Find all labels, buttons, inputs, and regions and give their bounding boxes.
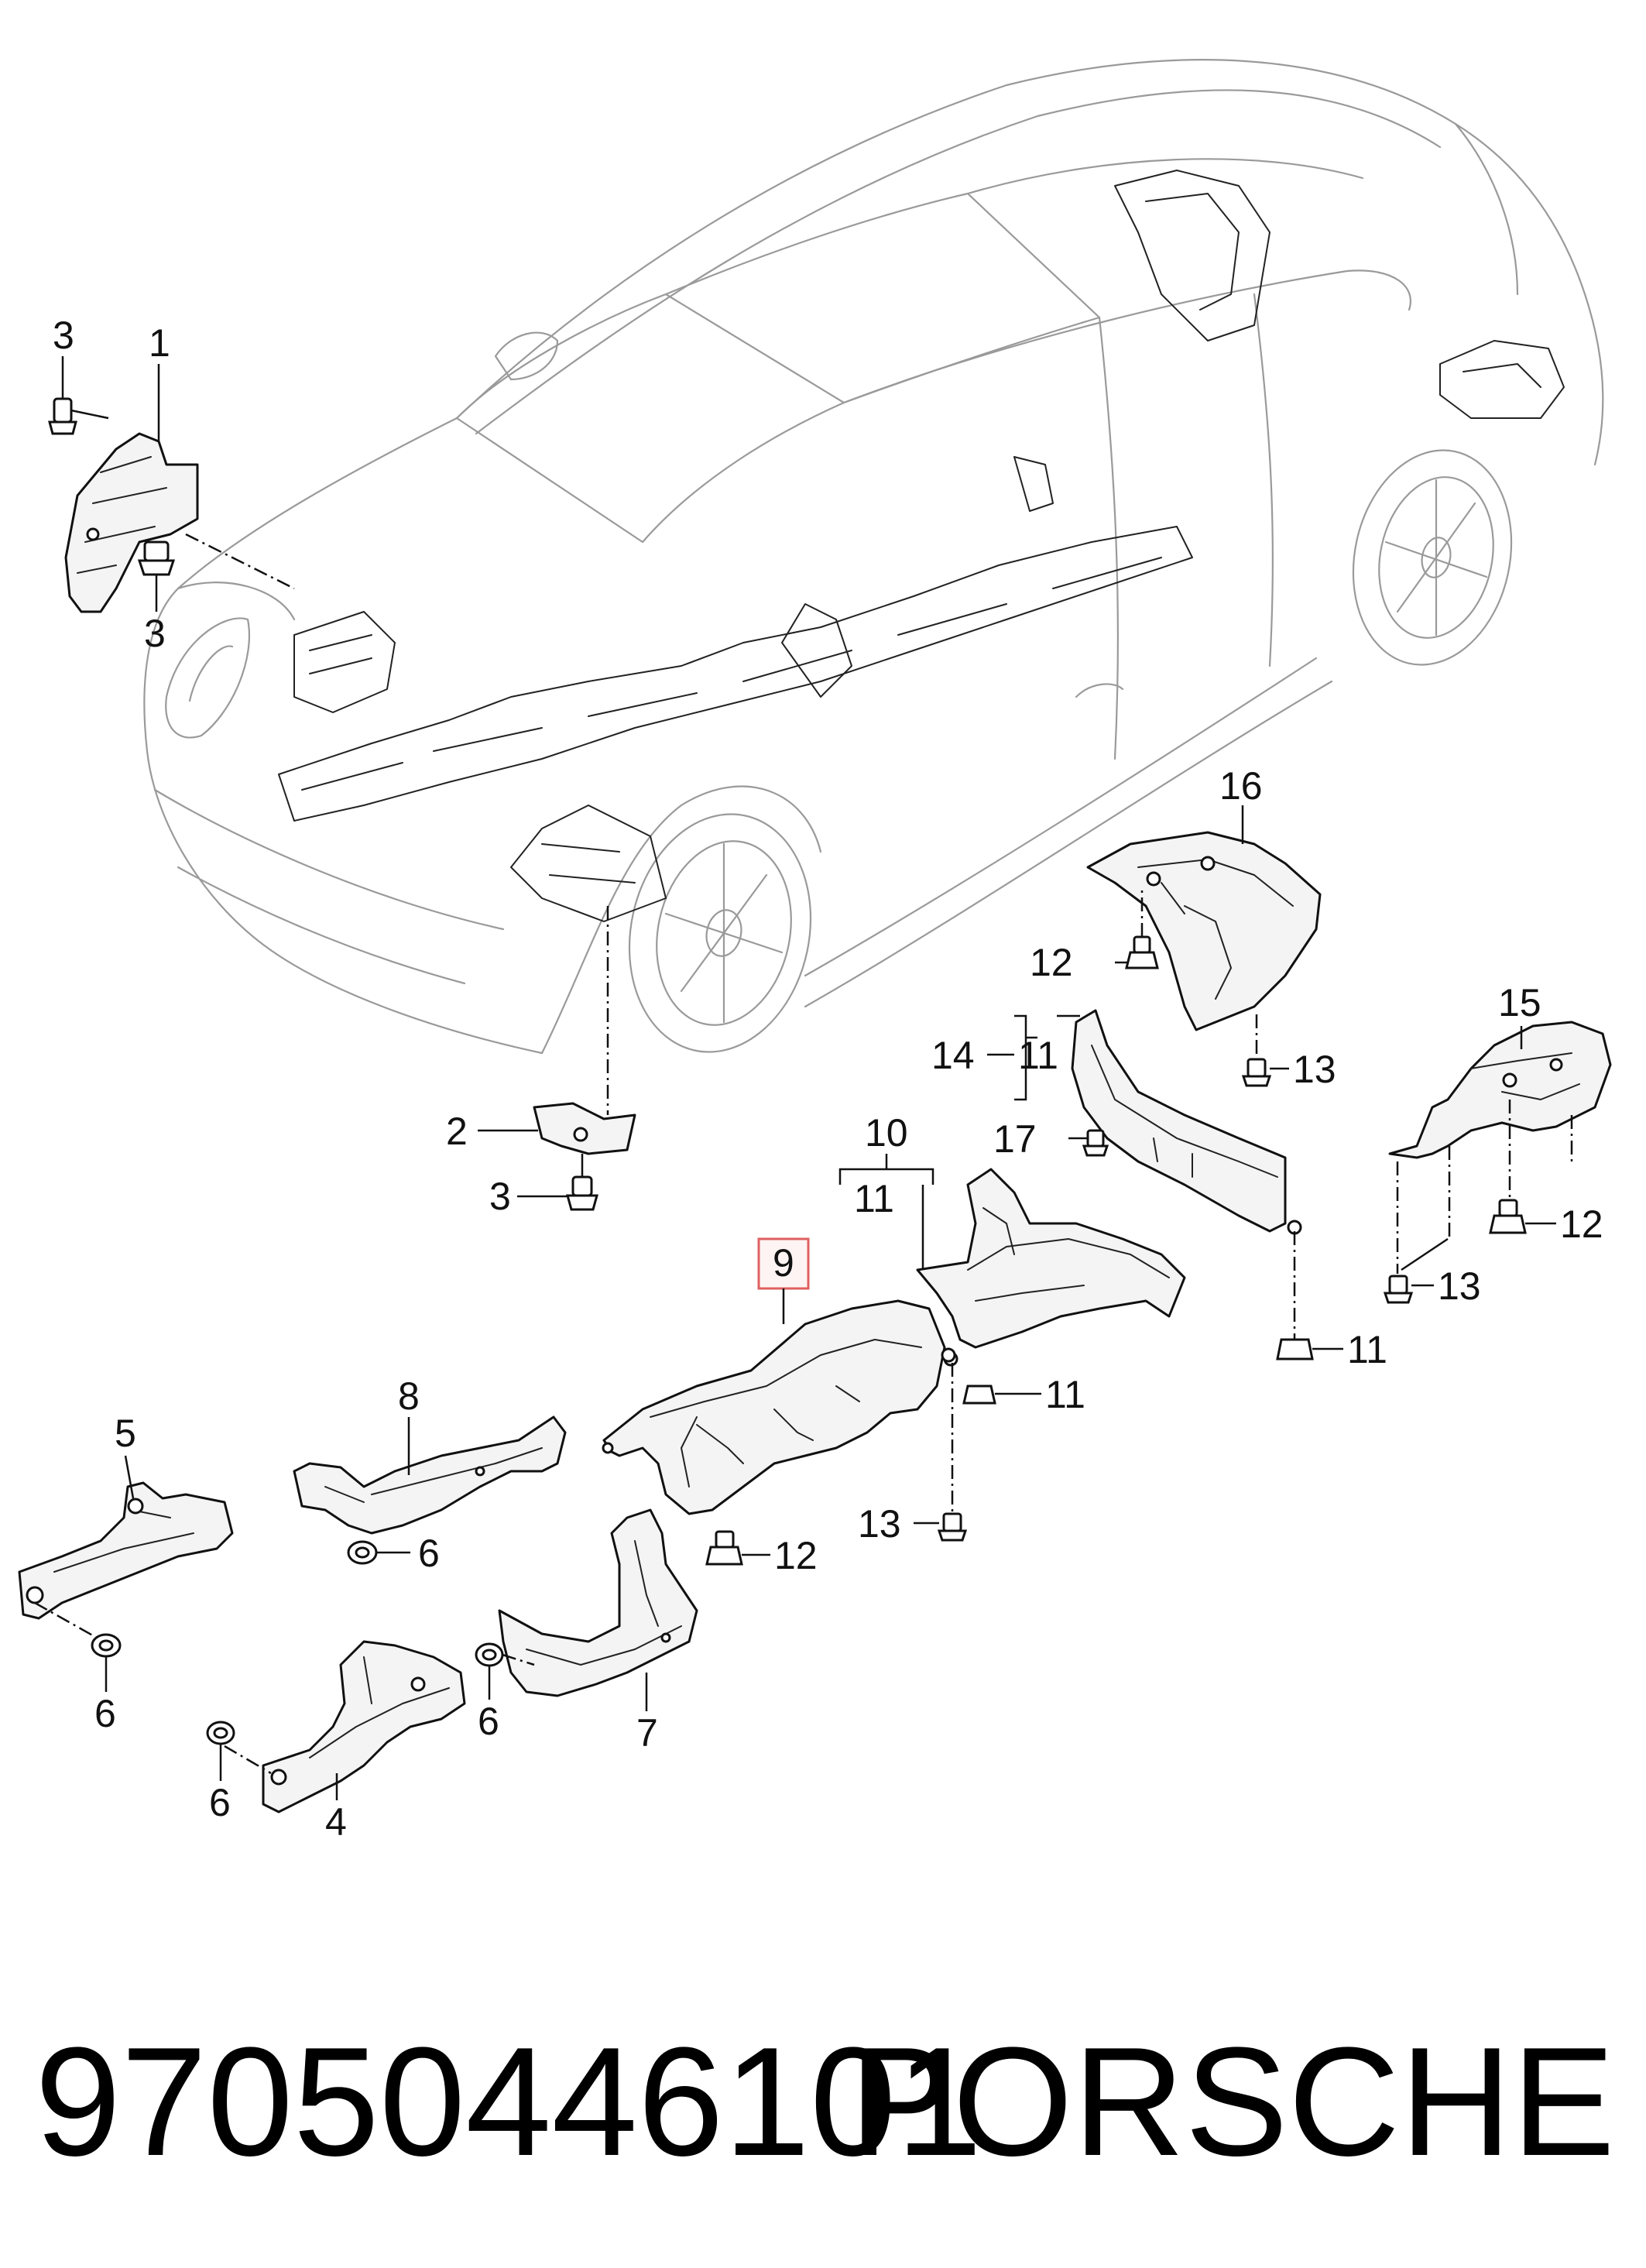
part-5-bracket — [18, 1481, 234, 1620]
part-14-shield — [1071, 1009, 1302, 1235]
part-12-nut-a — [1125, 935, 1159, 969]
part-3-bolt-bottom — [566, 1175, 598, 1211]
callout-9: 9 — [773, 1241, 794, 1285]
brand-name: PORSCHE — [849, 2016, 1615, 2188]
part-11-clip-c — [962, 1384, 996, 1405]
part-10-shield — [916, 1168, 1186, 1367]
part-3-bolt-mid — [137, 540, 176, 576]
callout-11-a: 11 — [1018, 1034, 1058, 1077]
callout-5: 5 — [115, 1412, 136, 1455]
callout-9-highlight-box — [757, 1237, 810, 1290]
callout-11-b: 11 — [854, 1177, 894, 1220]
callout-1: 1 — [149, 321, 170, 365]
part-12-nut-c — [1489, 1199, 1527, 1234]
part-1-bracket — [64, 432, 199, 613]
callout-3-mid: 3 — [144, 612, 166, 655]
part-number: 97050446101 — [35, 2016, 982, 2188]
part-6-nut-c — [206, 1721, 235, 1745]
callout-2: 2 — [446, 1110, 468, 1153]
callout-15: 15 — [1498, 981, 1541, 1024]
part-13-bolt-b — [937, 1512, 968, 1542]
callout-6-b: 6 — [94, 1692, 116, 1735]
part-13-bolt-a — [1241, 1058, 1272, 1087]
car-outline — [143, 59, 1604, 1055]
part-3-bolt-top — [48, 397, 77, 435]
part-12-nut-b — [705, 1530, 743, 1566]
callout-13-a: 13 — [1293, 1048, 1336, 1091]
part-11-clip-d — [1276, 1338, 1314, 1360]
callout-3-bottom: 3 — [489, 1175, 511, 1218]
callout-4: 4 — [325, 1800, 347, 1844]
callout-16: 16 — [1219, 764, 1263, 808]
callout-6-a: 6 — [418, 1532, 440, 1575]
callout-17: 17 — [993, 1117, 1037, 1161]
part-6-nut-b — [91, 1633, 122, 1658]
part-2-plate — [533, 1102, 636, 1155]
part-15-shield — [1388, 1021, 1612, 1159]
callout-11-c: 11 — [1045, 1373, 1085, 1416]
part-16-shield — [1086, 831, 1322, 1031]
part-9-shield — [602, 1299, 956, 1515]
callout-12-b: 12 — [774, 1534, 818, 1577]
part-8-shield — [293, 1415, 567, 1535]
part-13-bolt-c — [1383, 1275, 1414, 1304]
part-4-bracket — [262, 1640, 466, 1813]
callout-12-c: 12 — [1560, 1203, 1603, 1246]
callout-10: 10 — [865, 1111, 908, 1155]
part-17-bolt — [1082, 1129, 1109, 1157]
part-6-nut-a — [347, 1540, 378, 1565]
part-6-nut-d — [475, 1642, 504, 1667]
callout-6-c: 6 — [209, 1781, 231, 1824]
callout-13-b: 13 — [858, 1502, 901, 1546]
callout-11-d: 11 — [1347, 1328, 1387, 1371]
callout-14: 14 — [931, 1034, 975, 1077]
callout-labels: 1 2 3 3 3 4 5 6 6 6 6 7 8 9 10 11 11 11 … — [53, 314, 1603, 1844]
callout-3-top: 3 — [53, 314, 74, 357]
callout-13-c: 13 — [1438, 1264, 1481, 1308]
callout-12-a: 12 — [1030, 941, 1073, 984]
part-7-shield — [498, 1508, 698, 1697]
callout-6-d: 6 — [478, 1700, 499, 1743]
underbody-tunnel — [278, 170, 1565, 922]
callout-7: 7 — [636, 1711, 658, 1755]
callout-8: 8 — [398, 1374, 420, 1418]
